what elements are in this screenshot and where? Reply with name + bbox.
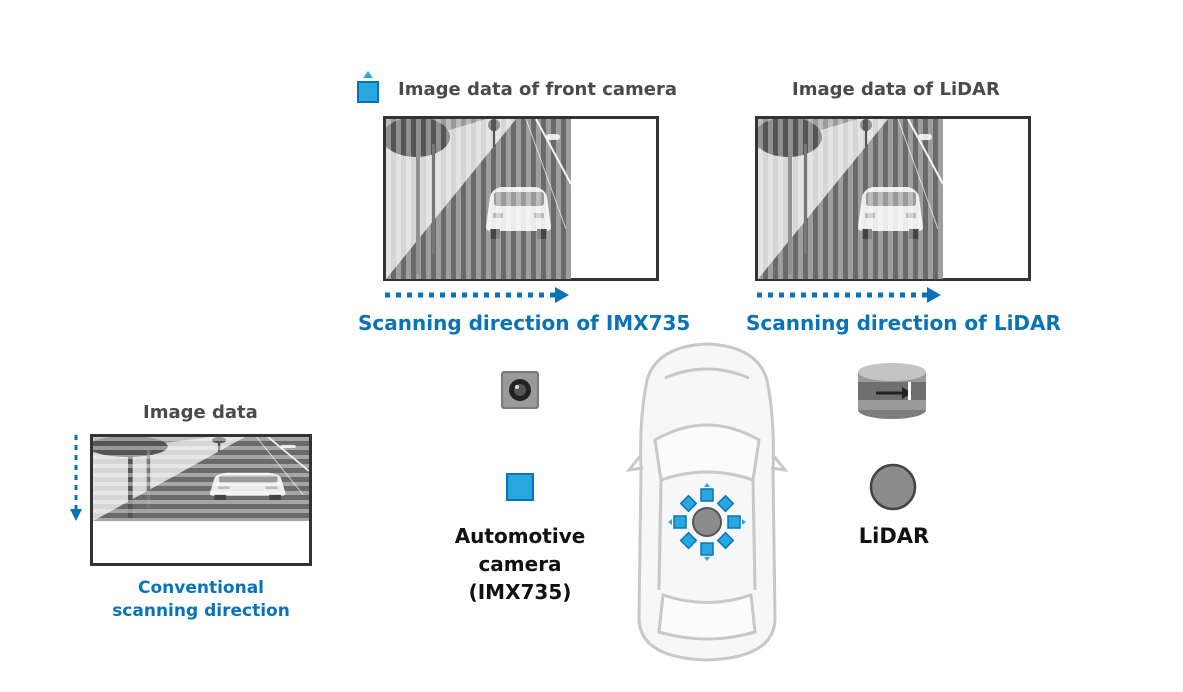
camera-marker-icon — [356, 70, 380, 106]
car-top-view — [625, 340, 790, 665]
sensor-cluster-icon — [667, 482, 747, 562]
lidar-caption: Scanning direction of LiDAR — [746, 311, 1061, 335]
lidar-device-icon — [856, 360, 932, 422]
front-camera-scan-arrow — [383, 285, 573, 305]
camera-legend-line3: (IMX735) — [468, 580, 572, 604]
lidar-legend-label: LiDAR — [858, 524, 930, 548]
conventional-title: Image data — [143, 402, 258, 423]
lidar-scan-arrow — [755, 285, 945, 305]
camera-legend-line2: camera — [478, 552, 562, 576]
conventional-caption-line2: scanning direction — [112, 601, 290, 621]
camera-legend-line1: Automotive — [454, 524, 586, 548]
lidar-legend-marker-icon — [868, 462, 918, 512]
conventional-scan-arrow — [68, 433, 84, 525]
front-camera-title: Image data of front camera — [398, 79, 678, 100]
camera-legend-marker-icon — [505, 472, 535, 502]
lidar-panel-title: Image data of LiDAR — [792, 79, 1000, 100]
lidar-image — [755, 116, 1031, 281]
front-camera-image — [383, 116, 659, 281]
front-camera-caption: Scanning direction of IMX735 — [358, 311, 691, 335]
camera-device-icon — [500, 370, 540, 410]
conventional-image — [90, 434, 312, 566]
conventional-caption-line1: Conventional — [137, 578, 264, 598]
